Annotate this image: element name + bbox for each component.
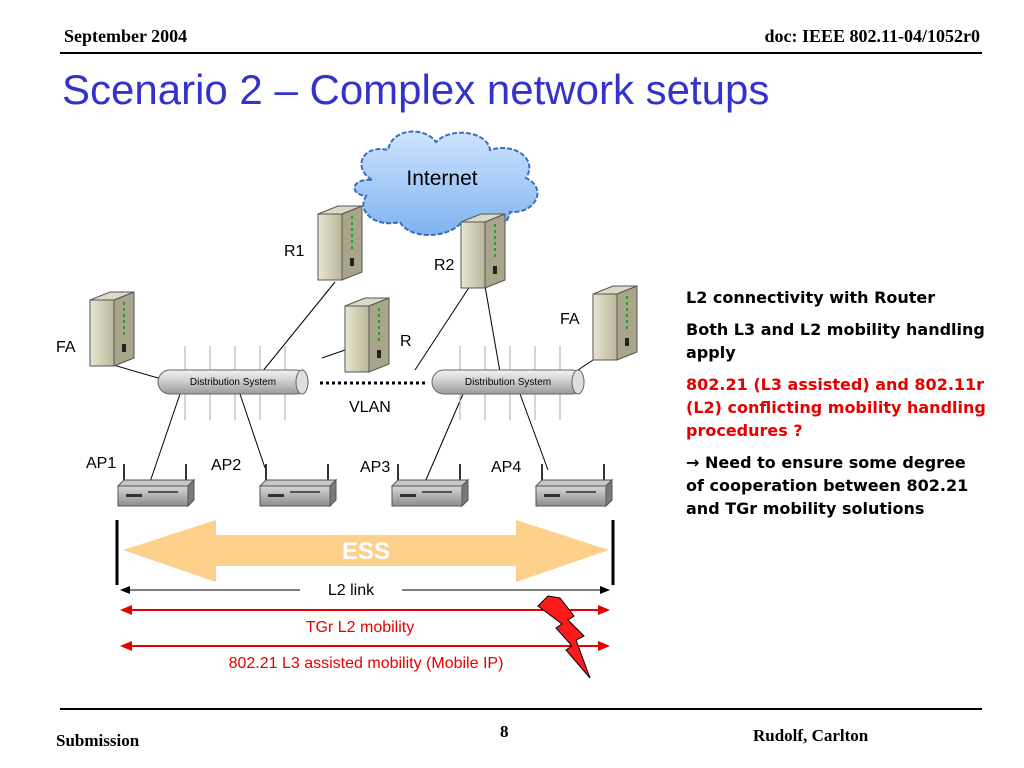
r1-label: R1 xyxy=(284,243,305,260)
header-doc-id: doc: IEEE 802.11-04/1052r0 xyxy=(764,26,980,46)
l3-mobility-arrow xyxy=(120,641,610,651)
foreign-agent-left-icon xyxy=(89,291,135,367)
router-r-icon xyxy=(344,297,390,373)
distribution-system-left-label: Distribution System xyxy=(190,377,276,388)
bullet-list: L2 connectivity with Router Both L3 and … xyxy=(686,286,986,529)
access-point-ap3-icon xyxy=(390,464,470,508)
vlan-label: VLAN xyxy=(349,399,391,416)
bullet-1: L2 connectivity with Router xyxy=(686,288,936,307)
tgr-mobility-arrow xyxy=(120,605,610,615)
footer-authors: Rudolf, Carlton xyxy=(753,726,869,745)
router-r2-icon xyxy=(460,213,506,289)
foreign-agent-right-icon xyxy=(592,285,638,361)
distribution-system-left xyxy=(157,346,309,420)
r2-label: R2 xyxy=(434,257,455,274)
bullet-2: Both L3 and L2 mobility handling apply xyxy=(686,320,985,362)
distribution-system-right-label: Distribution System xyxy=(465,377,551,388)
bullet-4-text: Need to ensure some degree of cooperatio… xyxy=(686,453,969,518)
bullet-4: → Need to ensure some degree of cooperat… xyxy=(686,451,986,520)
distribution-system-right xyxy=(431,346,585,420)
header-rule xyxy=(60,52,982,54)
ess-label: ESS xyxy=(342,538,390,565)
access-point-ap4-icon xyxy=(534,464,614,508)
l2-link-label: L2 link xyxy=(328,582,375,599)
access-point-ap1-icon xyxy=(116,464,196,508)
page-number: 8 xyxy=(500,722,509,741)
access-point-ap2-icon xyxy=(258,464,338,508)
footer-submission: Submission xyxy=(56,731,140,750)
bullet-3: 802.21 (L3 assisted) and 802.11r (L2) co… xyxy=(686,375,986,440)
tgr-mobility-label: TGr L2 mobility xyxy=(306,619,414,636)
ap1-label: AP1 xyxy=(86,455,116,472)
fa-left-label: FA xyxy=(56,339,76,356)
arrow-right-icon: → xyxy=(686,453,700,472)
r-label: R xyxy=(400,333,412,350)
router-r1-icon xyxy=(317,205,363,281)
conflict-lightning-icon xyxy=(537,595,591,679)
header-date: September 2004 xyxy=(64,26,188,46)
ap2-label: AP2 xyxy=(211,457,241,474)
ap3-label: AP3 xyxy=(360,459,390,476)
ess-arrow xyxy=(123,520,609,582)
fa-right-label: FA xyxy=(560,311,580,328)
footer-rule xyxy=(60,708,982,710)
l3-mobility-label: 802.21 L3 assisted mobility (Mobile IP) xyxy=(229,655,504,672)
ap4-label: AP4 xyxy=(491,459,521,476)
l2-link-arrow xyxy=(120,586,610,594)
internet-cloud xyxy=(353,130,539,237)
internet-label: Internet xyxy=(406,167,477,190)
slide-title: Scenario 2 – Complex network setups xyxy=(62,66,770,113)
